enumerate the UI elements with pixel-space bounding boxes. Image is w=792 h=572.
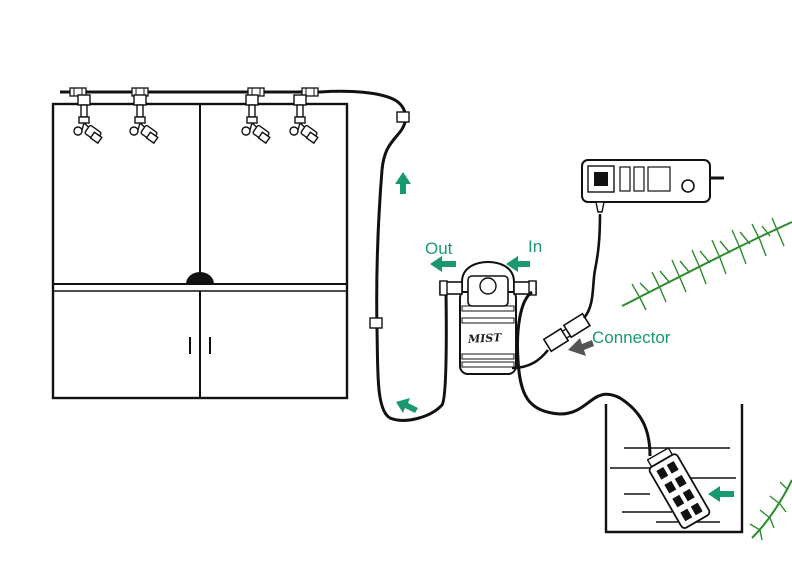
mist-tubing-side bbox=[369, 111, 448, 422]
power-strip-icon bbox=[581, 159, 724, 213]
flow-arrow-return-icon bbox=[396, 398, 418, 413]
intake-filter-icon bbox=[646, 446, 711, 529]
connector-arrow-icon bbox=[568, 338, 594, 356]
flow-arrow-out-icon bbox=[430, 256, 456, 272]
terrarium-cabinet-icon bbox=[51, 102, 349, 400]
connector-label: Connector bbox=[592, 328, 671, 347]
flow-arrows bbox=[395, 172, 734, 502]
pump-power-cable bbox=[511, 213, 602, 370]
flow-arrow-up-icon bbox=[395, 172, 411, 194]
fern-leaf-icon bbox=[621, 217, 792, 541]
in-label: In bbox=[528, 237, 543, 256]
pump-icon bbox=[439, 260, 537, 375]
flow-arrow-in-icon bbox=[506, 256, 530, 272]
intake-tubing bbox=[516, 290, 652, 457]
pump-brand-label: MIST bbox=[467, 331, 502, 346]
out-label: Out bbox=[425, 239, 453, 258]
flow-arrow-intake-icon bbox=[708, 486, 734, 502]
